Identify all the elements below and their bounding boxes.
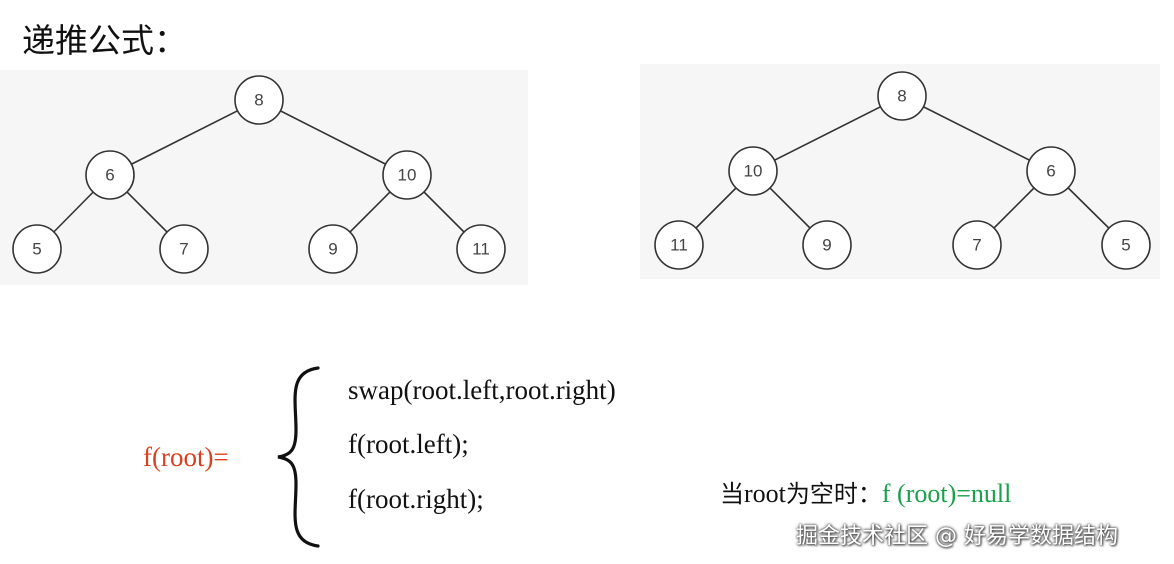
- tree-node: 8: [234, 75, 284, 125]
- base-case-prefix: 当: [720, 480, 744, 508]
- formula-rule-recurse-right: f(root.right);: [348, 484, 484, 514]
- tree-node: 11: [456, 224, 506, 274]
- tree-node: 7: [952, 220, 1002, 270]
- base-case-root-word: root: [744, 479, 786, 508]
- node-label: 7: [972, 236, 981, 255]
- tree-node: 10: [728, 146, 778, 196]
- formula-lhs: f(root)=: [143, 442, 229, 472]
- node-label: 10: [398, 166, 417, 185]
- tree-node: 10: [382, 150, 432, 200]
- edge-root-right: [901, 95, 1052, 172]
- node-label: 9: [822, 236, 831, 255]
- page-title: 递推公式：: [22, 21, 187, 60]
- edge-root-left: [109, 99, 260, 176]
- node-label: 6: [105, 166, 114, 185]
- node-label: 8: [897, 87, 906, 106]
- node-label: 11: [670, 236, 688, 255]
- node-label: 5: [32, 240, 41, 259]
- tree-node: 8: [877, 71, 927, 121]
- node-label: 6: [1046, 162, 1055, 181]
- node-label: 9: [328, 240, 337, 259]
- base-case-condition: 为空时：: [785, 480, 882, 508]
- base-case: 当root为空时：f (root)=null: [720, 474, 1011, 509]
- edge-root-left: [752, 95, 903, 172]
- formula-rule-swap: swap(root.left,root.right): [348, 375, 616, 405]
- node-label: 10: [744, 162, 763, 181]
- formula-rule-recurse-left: f(root.left);: [348, 429, 469, 459]
- tree-node: 11: [654, 220, 704, 270]
- mirrored-tree: 8 10 6 11 9 7 5: [640, 64, 1160, 279]
- original-tree-diagram: 8 6 10 5 7 9 11: [12, 75, 506, 274]
- node-label: 5: [1121, 236, 1130, 255]
- tree-node: 6: [85, 150, 135, 200]
- base-case-result: f (root)=null: [881, 479, 1012, 508]
- edge-root-right: [258, 99, 408, 176]
- tree-node: 5: [12, 224, 62, 274]
- watermark: 掘金技术社区 @ 好易学数据结构: [796, 524, 1118, 549]
- tree-node: 6: [1026, 146, 1076, 196]
- original-tree: 8 6 10 5 7 9 11: [0, 70, 528, 285]
- node-label: 8: [254, 91, 263, 110]
- tree-node: 5: [1101, 220, 1151, 270]
- node-label: 11: [472, 240, 490, 259]
- mirrored-tree-diagram: 8 10 6 11 9 7 5: [654, 71, 1151, 270]
- left-brace-icon: [277, 366, 320, 548]
- tree-node: 9: [802, 220, 852, 270]
- tree-node: 9: [308, 224, 358, 274]
- tree-node: 7: [159, 224, 209, 274]
- node-label: 7: [179, 240, 188, 259]
